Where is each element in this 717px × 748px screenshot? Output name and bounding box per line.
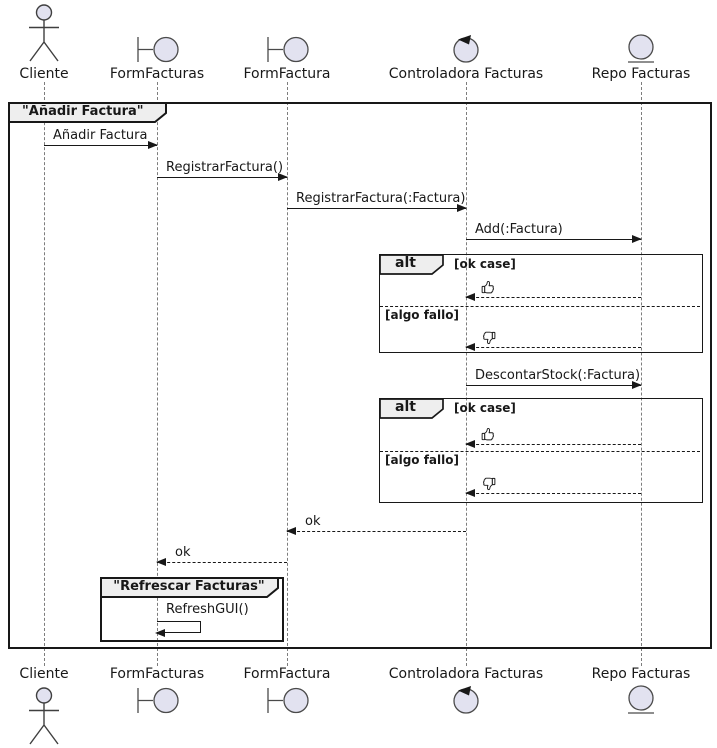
- alt-pentagon: [379, 398, 444, 419]
- guard-algo-fallo: [algo fallo]: [385, 308, 459, 322]
- frame-anadir-factura: [8, 102, 712, 649]
- arrowhead-left: [156, 558, 166, 566]
- message-label: ok: [305, 514, 321, 529]
- boundary-icon: [137, 36, 179, 63]
- alt-pentagon: [379, 254, 444, 275]
- message-refresh-gui-label: RefreshGUI(): [166, 602, 249, 617]
- alt-divider: [380, 451, 700, 452]
- alt-operator: alt: [395, 255, 416, 271]
- message-registrar-factura-arg: RegistrarFactura(:Factura): [287, 191, 467, 212]
- message-label: Add(:Factura): [475, 222, 563, 237]
- arrowhead-right: [632, 381, 642, 389]
- lifeline-repo-facturas: [641, 82, 642, 666]
- control-icon: [453, 34, 479, 63]
- frame-title-pentagon: [100, 577, 279, 598]
- participant-label-formfacturas: FormFacturas: [109, 66, 205, 82]
- reply-ok-2: [465, 440, 641, 448]
- arrowhead-left: [465, 440, 475, 448]
- guard-ok-case: [ok case]: [454, 257, 516, 271]
- thumbs-down-icon: [483, 477, 496, 491]
- frame-title-pentagon: [8, 102, 167, 123]
- arrowhead-right: [278, 173, 288, 181]
- frame-title: "Añadir Factura": [22, 104, 144, 119]
- alt-fragment-2: [ok case] [algo fallo]: [379, 398, 703, 503]
- participant-label-formfactura: FormFactura: [243, 66, 331, 82]
- arrowhead-left: [465, 293, 475, 301]
- alt-divider: [380, 306, 700, 307]
- arrowhead-right: [457, 204, 467, 212]
- inner-frame-title: "Refrescar Facturas": [113, 579, 265, 594]
- actor-icon: [28, 4, 60, 62]
- reply-fail-1: [465, 343, 641, 351]
- lifeline-formfacturas: [157, 82, 158, 666]
- arrowhead-left: [465, 489, 475, 497]
- boundary-icon: [267, 36, 309, 63]
- participant-label-controladora: Controladora Facturas: [388, 66, 544, 82]
- arrowhead-left: [286, 527, 296, 535]
- self-message-refresh-gui: [155, 621, 201, 637]
- lifeline-cliente: [44, 82, 45, 666]
- arrowhead-right: [632, 235, 642, 243]
- message-label: Añadir Factura: [53, 128, 148, 143]
- message-label: RegistrarFactura(:Factura): [296, 191, 466, 206]
- lifeline-formfactura: [287, 82, 288, 666]
- thumbs-down-icon: [483, 331, 496, 345]
- message-label: RegistrarFactura(): [166, 160, 284, 175]
- alt-fragment-1: [ok case] [algo fallo]: [379, 254, 703, 353]
- entity-icon: [627, 34, 655, 63]
- reply-ok-to-formfactura: ok: [286, 514, 466, 535]
- participant-label-cliente: Cliente: [19, 66, 69, 82]
- entity-icon: [627, 685, 655, 714]
- arrowhead-left: [465, 343, 475, 351]
- participant-label-cliente-bottom: Cliente: [19, 666, 69, 682]
- lifeline-controladora-facturas: [466, 82, 467, 666]
- reply-ok-1: [465, 293, 641, 301]
- participant-label-formfacturas-bottom: FormFacturas: [109, 666, 205, 682]
- participant-label-repo-bottom: Repo Facturas: [591, 666, 691, 682]
- control-icon: [453, 685, 479, 714]
- arrowhead-right: [148, 141, 158, 149]
- guard-algo-fallo: [algo fallo]: [385, 453, 459, 467]
- message-registrar-factura: RegistrarFactura(): [157, 160, 288, 181]
- participant-label-formfactura-bottom: FormFactura: [243, 666, 331, 682]
- participant-label-repo: Repo Facturas: [591, 66, 691, 82]
- boundary-icon: [267, 687, 309, 714]
- actor-icon: [28, 687, 60, 745]
- message-label: DescontarStock(:Factura): [475, 368, 641, 383]
- reply-fail-2: [465, 489, 641, 497]
- message-label: ok: [175, 545, 191, 560]
- arrowhead-left: [155, 629, 165, 637]
- thumbs-up-icon: [481, 427, 494, 441]
- thumbs-up-icon: [481, 280, 494, 294]
- boundary-icon: [137, 687, 179, 714]
- alt-operator: alt: [395, 399, 416, 415]
- message-add-factura: Add(:Factura): [466, 222, 642, 243]
- reply-ok-to-formfacturas: ok: [156, 545, 287, 566]
- guard-ok-case: [ok case]: [454, 401, 516, 415]
- message-anadir-factura: Añadir Factura: [44, 128, 158, 149]
- participant-label-controladora-bottom: Controladora Facturas: [388, 666, 544, 682]
- message-descontar-stock: DescontarStock(:Factura): [466, 368, 642, 389]
